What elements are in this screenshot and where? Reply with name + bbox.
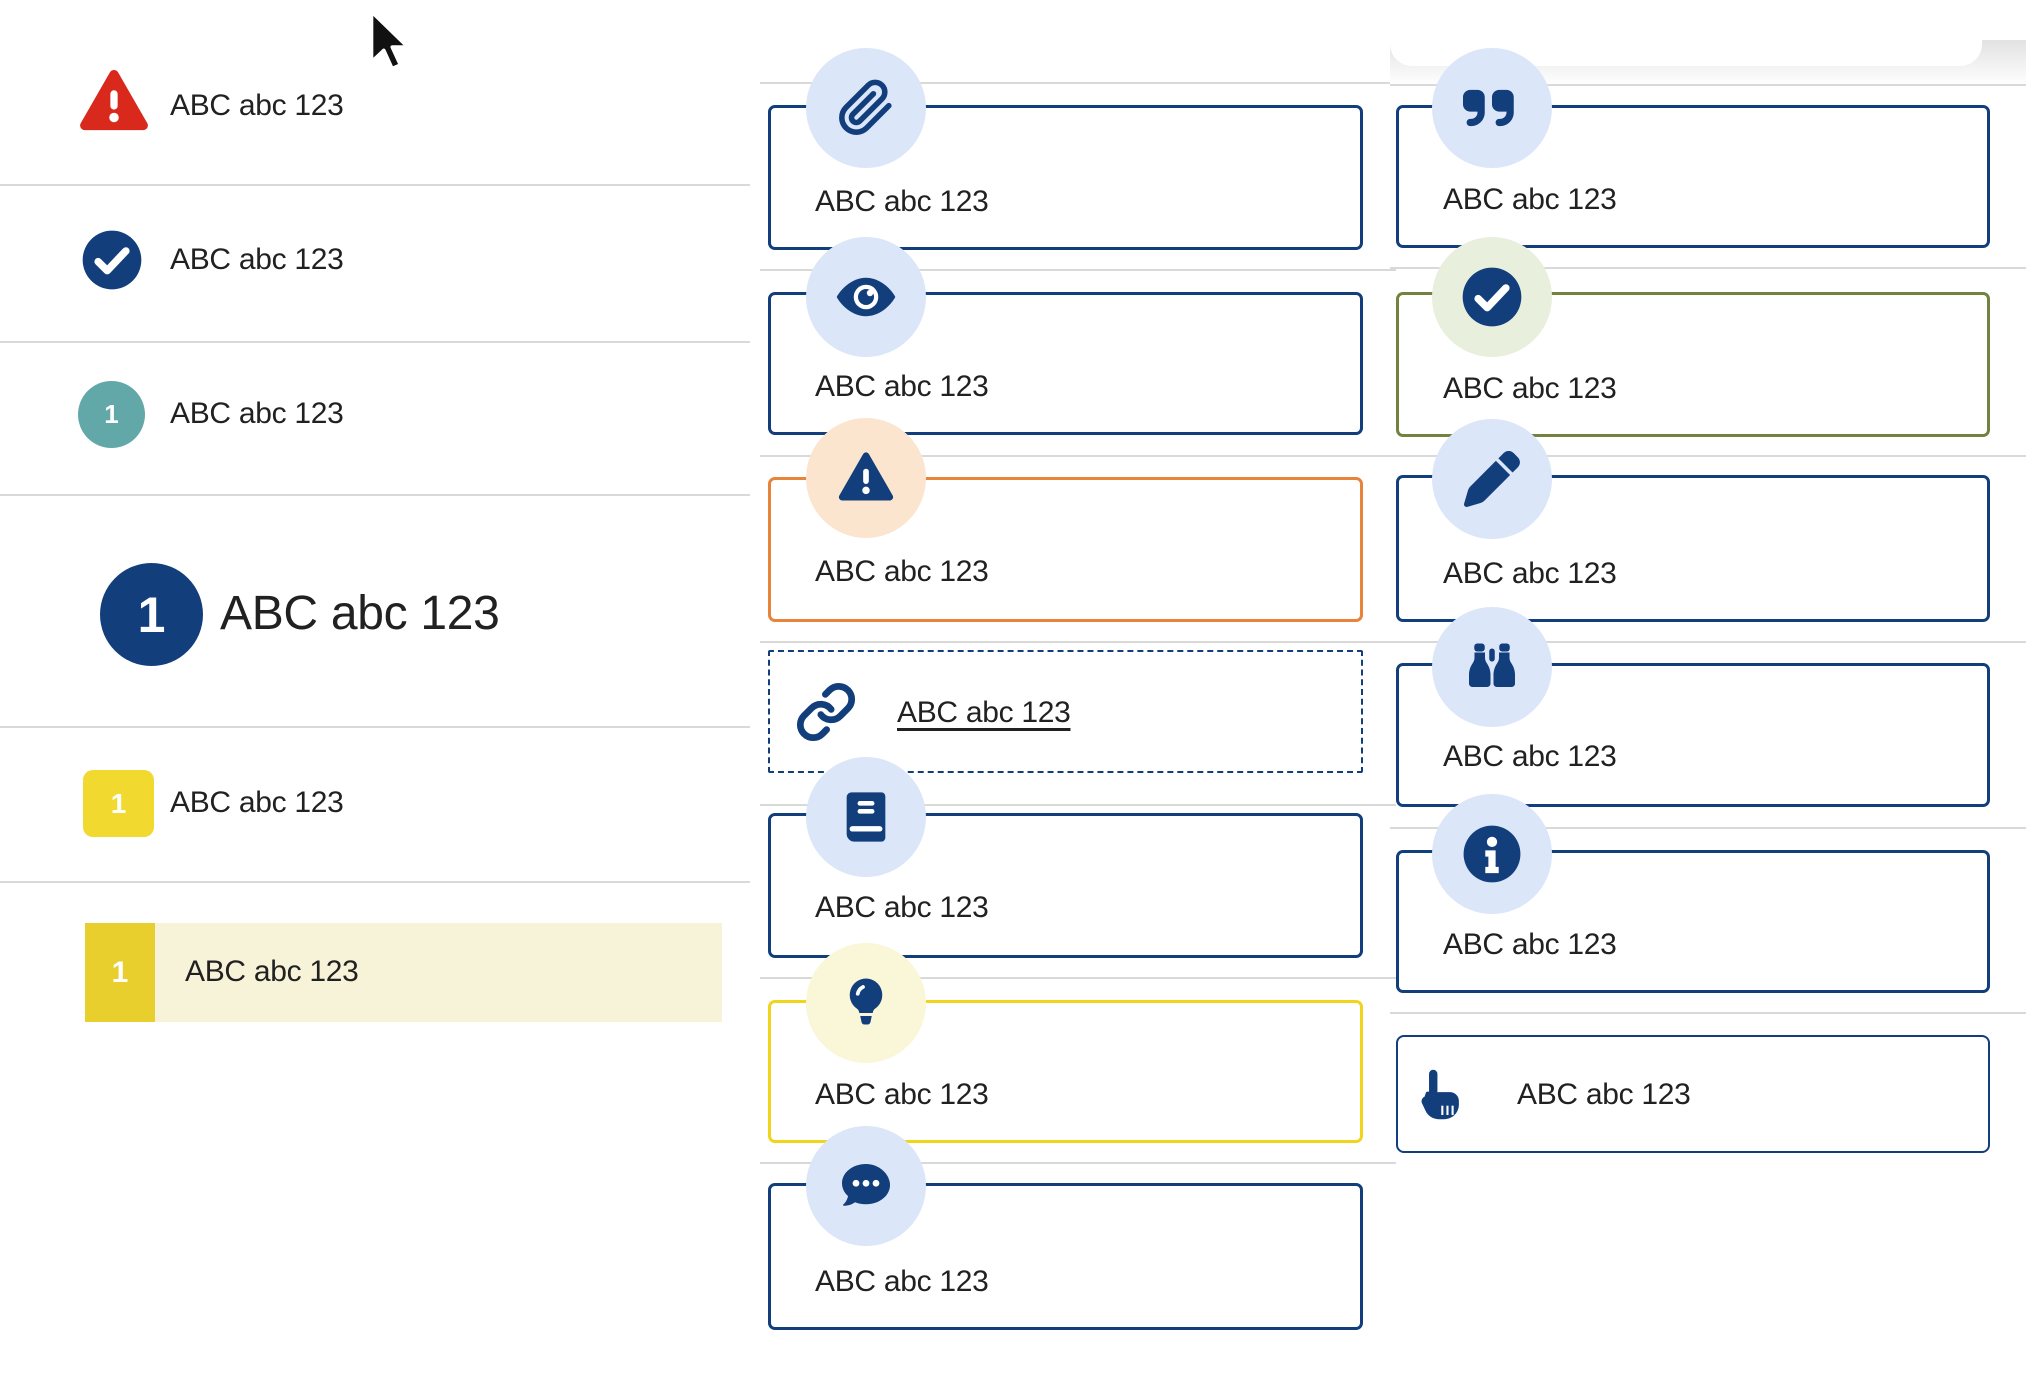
badge-number: 1 — [111, 955, 129, 989]
check-circle-icon — [1462, 267, 1522, 327]
teal-number-circle: 1 — [78, 381, 145, 448]
divider — [0, 726, 750, 728]
divider — [0, 494, 750, 496]
info-icon-badge — [1432, 794, 1552, 914]
divider — [760, 455, 1396, 457]
callout-label: ABC abc 123 — [1443, 372, 1617, 405]
link-icon — [797, 683, 855, 741]
list-item-label: ABC abc 123 — [220, 587, 500, 640]
check-circle-icon — [82, 230, 142, 290]
binoculars-icon-badge — [1432, 607, 1552, 727]
warning-icon-badge — [806, 418, 926, 538]
list-item-label: ABC abc 123 — [170, 786, 344, 819]
yellow-number-square: 1 — [83, 770, 154, 837]
callout-box-chat — [768, 1183, 1363, 1330]
list-item-label: ABC abc 123 — [185, 955, 359, 988]
callout-label: ABC abc 123 — [815, 555, 989, 588]
paperclip-icon — [839, 79, 892, 135]
divider — [0, 881, 750, 883]
callout-label: ABC abc 123 — [1443, 928, 1617, 961]
badge-number: 1 — [137, 586, 166, 643]
list-item-check[interactable]: ABC abc 123 — [0, 186, 750, 341]
callout-box-link — [768, 650, 1363, 773]
hand-point-icon — [1421, 1069, 1459, 1120]
highlight-row-background — [85, 923, 722, 1022]
callout-label: ABC abc 123 — [1443, 183, 1617, 216]
list-item-large-number[interactable]: 1 ABC abc 123 — [0, 496, 750, 726]
divider — [0, 341, 750, 343]
chat-icon-badge — [806, 1126, 926, 1246]
divider — [760, 82, 1396, 84]
list-item-teal-number[interactable]: 1 ABC abc 123 — [0, 343, 750, 494]
divider — [760, 269, 1396, 271]
lightbulb-icon — [849, 978, 883, 1025]
divider — [760, 977, 1396, 979]
divider — [1390, 84, 2026, 86]
navy-number-circle-large: 1 — [100, 563, 203, 666]
quote-icon — [1463, 89, 1514, 127]
quote-icon-badge — [1432, 48, 1552, 168]
callout-label: ABC abc 123 — [1443, 557, 1617, 590]
eye-icon — [836, 277, 896, 317]
list-item-label: ABC abc 123 — [170, 397, 344, 430]
callout-label: ABC abc 123 — [815, 185, 989, 218]
list-item-highlighted[interactable]: 1 ABC abc 123 — [0, 883, 750, 1063]
divider — [760, 804, 1396, 806]
paperclip-icon-badge — [806, 48, 926, 168]
divider — [760, 641, 1396, 643]
book-icon-badge — [806, 757, 926, 877]
callout-label: ABC abc 123 — [815, 1265, 989, 1298]
callout-label: ABC abc 123 — [1443, 740, 1617, 773]
check-icon-badge — [1432, 237, 1552, 357]
divider — [760, 1162, 1396, 1164]
lightbulb-icon-badge — [806, 943, 926, 1063]
info-icon — [1463, 825, 1521, 883]
callout-label: ABC abc 123 — [1517, 1078, 1691, 1111]
chat-icon — [842, 1164, 890, 1206]
list-item-label: ABC abc 123 — [170, 243, 344, 276]
divider — [1390, 455, 2026, 457]
list-item-warning[interactable]: ABC abc 123 — [0, 60, 750, 180]
callout-label: ABC abc 123 — [815, 370, 989, 403]
callout-link[interactable]: ABC abc 123 — [897, 696, 1071, 729]
callout-box-hand-pointer[interactable] — [1396, 1035, 1990, 1153]
list-item-label: ABC abc 123 — [170, 89, 344, 122]
alert-triangle-icon — [80, 70, 148, 131]
yellow-number-square-highlight: 1 — [85, 923, 155, 1022]
divider — [1390, 1012, 2026, 1014]
mouse-cursor — [369, 9, 410, 71]
divider — [1390, 827, 2026, 829]
binoculars-icon — [1469, 643, 1515, 687]
divider — [1390, 267, 2026, 269]
divider — [0, 184, 750, 186]
callout-label: ABC abc 123 — [815, 1078, 989, 1111]
book-icon — [846, 792, 886, 842]
pencil-icon — [1464, 451, 1520, 507]
badge-number: 1 — [104, 399, 119, 429]
warning-icon — [838, 452, 894, 501]
callout-label: ABC abc 123 — [815, 891, 989, 924]
eye-icon-badge — [806, 237, 926, 357]
pencil-icon-badge — [1432, 419, 1552, 539]
list-item-yellow-number[interactable]: 1 ABC abc 123 — [0, 728, 750, 881]
divider — [1390, 641, 2026, 643]
badge-number: 1 — [110, 787, 127, 819]
